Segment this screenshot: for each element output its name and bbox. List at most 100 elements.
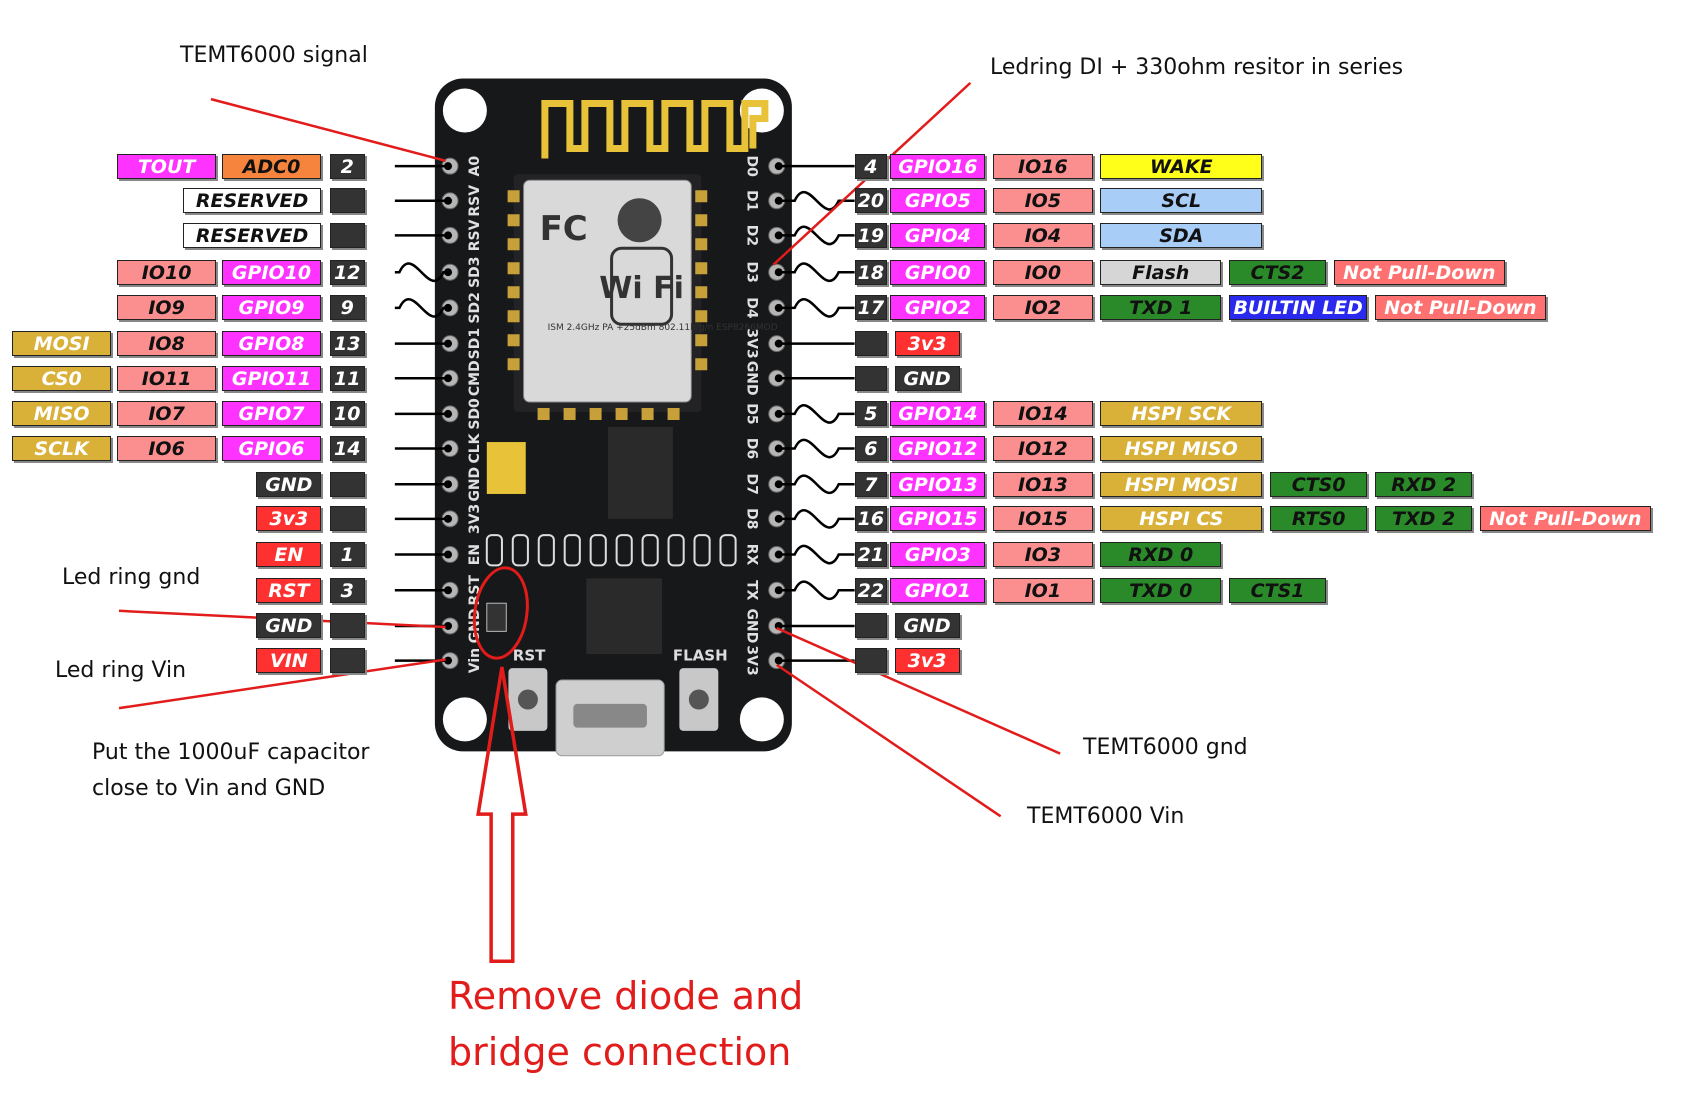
- wire-dot: [444, 444, 453, 453]
- pin-label-left: IO7: [116, 401, 217, 427]
- pin-label-right: Not Pull-Down: [1374, 295, 1546, 321]
- module-pad: [695, 238, 708, 251]
- pin-label-right: GPIO15: [890, 506, 986, 532]
- wire-dot: [444, 480, 453, 489]
- pin-label-left: VIN: [256, 648, 322, 674]
- pin-label-left: 14: [329, 436, 365, 462]
- pin-label-left: MOSI: [11, 331, 112, 357]
- pin-label-right: IO14: [993, 401, 1093, 427]
- module-pad: [507, 358, 520, 371]
- mounting-hole: [442, 697, 487, 742]
- wire-dot: [444, 339, 453, 348]
- pin-label-left: IO10: [116, 259, 217, 285]
- silkscreen-right: D1: [744, 190, 760, 211]
- silkscreen-right: RX: [744, 544, 760, 566]
- wifi-badge: [610, 246, 674, 326]
- pin-label-right: IO0: [993, 259, 1093, 285]
- wire-dot: [444, 374, 453, 383]
- pin-label-left: 9: [329, 295, 365, 321]
- pin-label-right: TXD 0: [1100, 577, 1222, 603]
- pin-label-right: CTS0: [1270, 471, 1368, 497]
- wire-dot: [774, 480, 783, 489]
- pin-label-left: [329, 188, 365, 214]
- pin-label-left: GPIO9: [221, 295, 322, 321]
- wire-right: [778, 262, 855, 282]
- module-pad: [695, 214, 708, 227]
- wire-dot: [444, 656, 453, 665]
- pin-label-right: 22: [854, 577, 888, 603]
- annotation-capacitor-line2: close to Vin and GND: [92, 776, 326, 801]
- rst-button-cap: [517, 689, 538, 710]
- pin-label-right: 16: [854, 506, 888, 532]
- wire-right: [778, 509, 855, 529]
- wire-right: [778, 404, 855, 424]
- pin-label-right: IO1: [993, 577, 1093, 603]
- pin-label-right: WAKE: [1100, 153, 1263, 179]
- pin-label-left: EN: [256, 542, 322, 568]
- wire-dot: [774, 586, 783, 595]
- wire-dot: [774, 444, 783, 453]
- regulator-chip: [607, 426, 673, 519]
- pin-label-left: ADC0: [221, 153, 322, 179]
- silkscreen-right: D8: [744, 508, 760, 529]
- wire-dot: [774, 268, 783, 277]
- silkscreen-right: D2: [744, 225, 760, 246]
- module-pad: [695, 190, 708, 203]
- pin-label-right: GPIO0: [890, 259, 986, 285]
- pin-label-right: 3v3: [894, 648, 960, 674]
- wire-dot: [444, 196, 453, 205]
- pin-label-left: [329, 222, 365, 248]
- pin-label-right: [854, 365, 888, 391]
- pin-label-right: HSPI SCK: [1100, 401, 1263, 427]
- smd-pad: [511, 534, 529, 567]
- module-pad: [667, 408, 680, 421]
- pin-label-right: SCL: [1100, 188, 1263, 214]
- silkscreen-right: D5: [744, 403, 760, 424]
- pin-label-left: MISO: [11, 401, 112, 427]
- pin-label-right: 5: [854, 401, 888, 427]
- pin-label-right: IO13: [993, 471, 1093, 497]
- silkscreen-left: EN: [467, 544, 483, 565]
- pin-label-right: 4: [854, 153, 888, 179]
- pin-label-right: 17: [854, 295, 888, 321]
- annotation-pointer-line: [210, 97, 447, 162]
- wire-dot: [774, 514, 783, 523]
- pin-label-left: 3: [329, 577, 365, 603]
- wire-dot: [444, 303, 453, 312]
- silkscreen-right: D6: [744, 438, 760, 459]
- pin-label-right: 18: [854, 259, 888, 285]
- annotation-temt6000-signal: TEMT6000 signal: [180, 43, 368, 68]
- silkscreen-right: D0: [744, 155, 760, 177]
- silkscreen-right: D3: [744, 262, 760, 283]
- pin-label-right: 7: [854, 471, 888, 497]
- pin-label-left: GPIO10: [221, 259, 322, 285]
- wire-left: [394, 262, 449, 282]
- wire-dot: [774, 303, 783, 312]
- module-pad: [695, 262, 708, 275]
- annotation-temt6000-vin: TEMT6000 Vin: [1027, 804, 1185, 829]
- pin-label-left: 10: [329, 401, 365, 427]
- pin-label-right: IO5: [993, 188, 1093, 214]
- pin-label-right: 20: [854, 188, 888, 214]
- pin-label-right: GND: [894, 365, 960, 391]
- pin-label-right: TXD 2: [1374, 506, 1473, 532]
- module-pad: [641, 408, 654, 421]
- pin-label-right: HSPI CS: [1100, 506, 1263, 532]
- capacitor: [486, 442, 526, 494]
- module-pad: [507, 286, 520, 299]
- wire-dot: [774, 196, 783, 205]
- annotation-remove-diode-line1: Remove diode and: [448, 974, 804, 1018]
- pin-label-left: IO11: [116, 365, 217, 391]
- silkscreen-left: Vin: [467, 648, 483, 673]
- wire-dot: [444, 231, 453, 240]
- silkscreen-left: CLK: [467, 432, 483, 463]
- wire-dot: [774, 339, 783, 348]
- pin-label-right: GPIO3: [890, 542, 986, 568]
- pin-label-left: GPIO7: [221, 401, 322, 427]
- wire-dot: [774, 550, 783, 559]
- wire-dot: [774, 656, 783, 665]
- pin-label-right: HSPI MOSI: [1100, 471, 1263, 497]
- smd-pad: [693, 534, 711, 567]
- pin-label-right: Not Pull-Down: [1333, 259, 1505, 285]
